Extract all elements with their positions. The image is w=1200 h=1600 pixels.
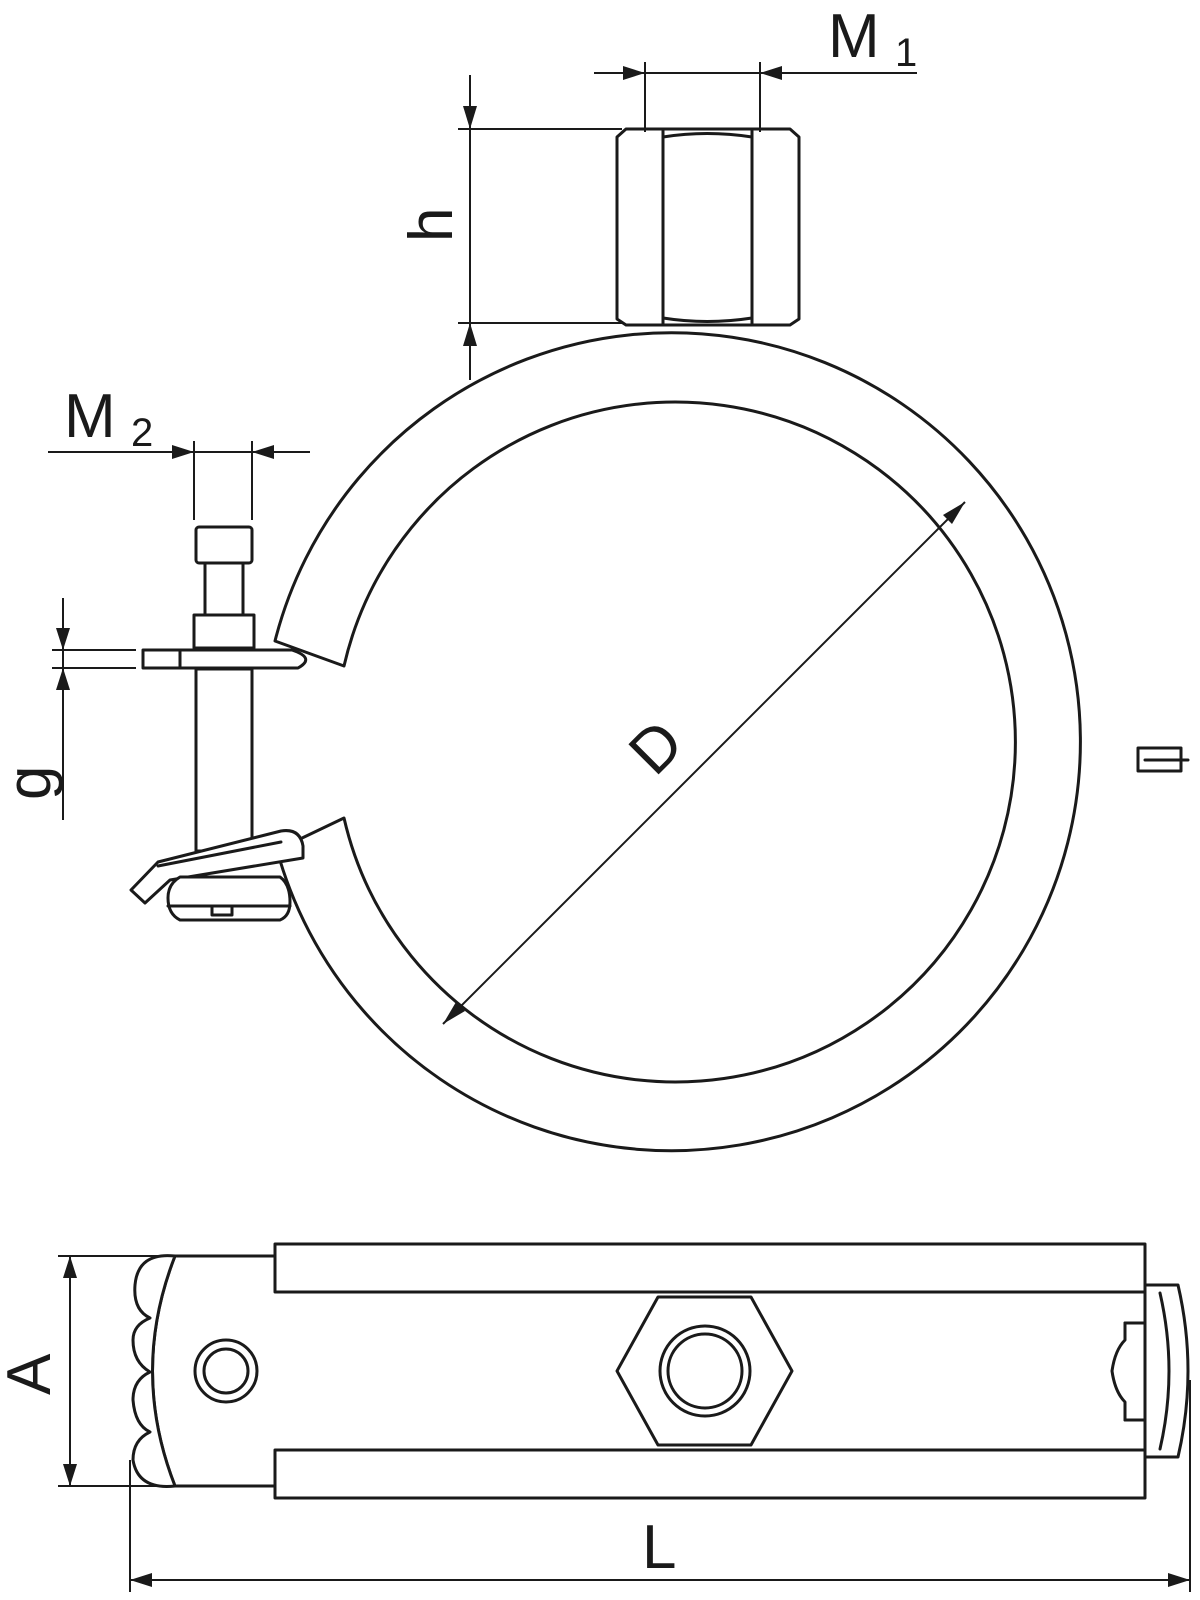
top-flange-bar [273,1242,1147,1294]
label-l: L [642,1513,676,1582]
closing-screw-assembly [129,525,308,922]
top-hex-nut [615,127,801,327]
dimension-lines [48,62,1191,1592]
label-g: g [0,766,64,800]
left-hole-inner [202,1347,250,1395]
label-m1: M [828,2,880,71]
label-h: h [397,208,466,242]
label-m2: M [64,382,116,451]
label-d: D [616,707,696,787]
ring-clamp-view [129,127,1190,1153]
bottom-flange-bar [273,1448,1147,1500]
ring-band [273,331,1082,1153]
label-m2-subscript: 2 [131,411,153,455]
side-profile-view [131,1242,1190,1500]
center-hex-nut [615,1295,794,1447]
label-a: A [0,1353,64,1395]
label-m1-subscript: 1 [895,31,917,75]
right-end-cap [1143,1283,1190,1459]
